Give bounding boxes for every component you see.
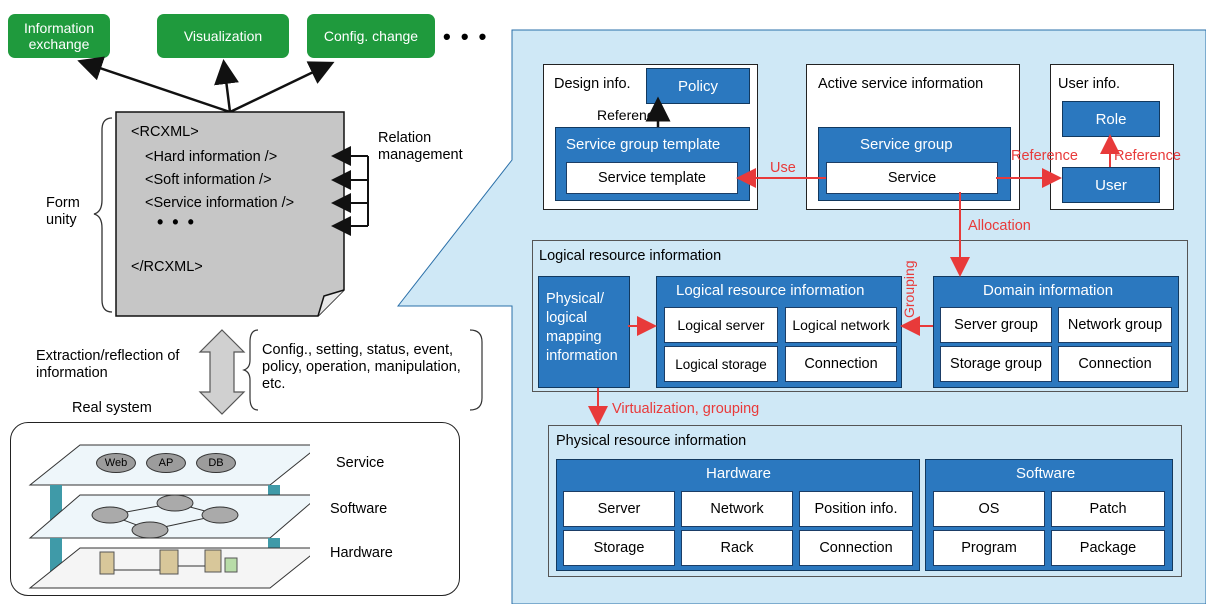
doc-line-rcxml-close: </RCXML> (131, 259, 203, 275)
service-cell[interactable]: Service (826, 162, 998, 194)
doc-line-hard: <Hard information /> (145, 149, 278, 165)
storage-cell[interactable]: Storage (563, 530, 675, 566)
doc-line-service: <Service information /> (145, 195, 295, 211)
mapping-label: Physical/ logical mapping information (546, 291, 618, 364)
design-info-title: Design info. (554, 76, 631, 92)
server-group-cell[interactable]: Server group (940, 307, 1052, 343)
doc-line-rcxml-open: <RCXML> (131, 124, 199, 140)
service-group-title: Service group (860, 136, 953, 153)
config-change-button[interactable]: Config. change (307, 14, 435, 58)
physical-resource-title: Physical resource information (556, 433, 747, 449)
domain-connection-cell[interactable]: Connection (1058, 346, 1172, 382)
hardware-title: Hardware (706, 465, 772, 482)
information-exchange-button[interactable]: Information exchange (8, 14, 110, 58)
reference-label-1: Reference (1011, 148, 1078, 164)
network-group-cell[interactable]: Network group (1058, 307, 1172, 343)
db-node: DB (196, 453, 236, 473)
document-arrows (77, 56, 483, 415)
reference-label-2: Reference (1114, 148, 1181, 164)
user-box[interactable]: User (1062, 167, 1160, 203)
position-info-cell[interactable]: Position info. (799, 491, 913, 527)
service-group-template-title: Service group template (566, 136, 721, 153)
logical-network-cell[interactable]: Logical network (785, 307, 897, 343)
patch-cell[interactable]: Patch (1051, 491, 1165, 527)
virtualization-label: Virtualization, grouping (612, 401, 760, 417)
logical-server-cell[interactable]: Logical server (664, 307, 778, 343)
server-cell[interactable]: Server (563, 491, 675, 527)
logical-storage-cell[interactable]: Logical storage (664, 346, 778, 382)
hardware-layer-label: Hardware (330, 545, 393, 561)
storage-group-cell[interactable]: Storage group (940, 346, 1052, 382)
logical-resource-box-title: Logical resource information (676, 282, 865, 299)
mapping-box[interactable] (538, 276, 630, 388)
software-layer-label: Software (330, 501, 388, 517)
layer-illustration (28, 444, 310, 589)
hardware-connection-cell[interactable]: Connection (799, 530, 913, 566)
domain-info-title: Domain information (983, 282, 1114, 299)
logical-resource-panel-title: Logical resource information (539, 248, 722, 264)
rack-cell[interactable]: Rack (681, 530, 793, 566)
logical-connection-cell[interactable]: Connection (785, 346, 897, 382)
real-system-label: Real system (72, 400, 152, 416)
extraction-label: Extraction/reflection of information (36, 348, 180, 381)
user-info-title: User info. (1058, 76, 1121, 92)
relation-management-label: Relation management (378, 130, 463, 163)
visualization-button[interactable]: Visualization (157, 14, 289, 58)
service-layer-label: Service (336, 455, 385, 471)
grouping-label: Grouping (901, 260, 917, 318)
web-node: Web (96, 453, 136, 473)
use-label: Use (770, 160, 796, 176)
os-cell[interactable]: OS (933, 491, 1045, 527)
doc-line-ellipsis: • • • (157, 212, 196, 232)
service-template-cell[interactable]: Service template (566, 162, 738, 194)
info-types-label: Config., setting, status, event, policy,… (262, 342, 461, 392)
network-cell[interactable]: Network (681, 491, 793, 527)
ap-node: AP (146, 453, 186, 473)
more-ellipsis: • • • (443, 24, 489, 49)
form-unity-label: Form unity (46, 195, 80, 228)
software-title: Software (1016, 465, 1076, 482)
doc-line-soft: <Soft information /> (145, 172, 272, 188)
package-cell[interactable]: Package (1051, 530, 1165, 566)
program-cell[interactable]: Program (933, 530, 1045, 566)
reference-label: Reference (597, 107, 662, 123)
active-service-title: Active service information (818, 76, 984, 92)
allocation-label: Allocation (968, 218, 1031, 234)
